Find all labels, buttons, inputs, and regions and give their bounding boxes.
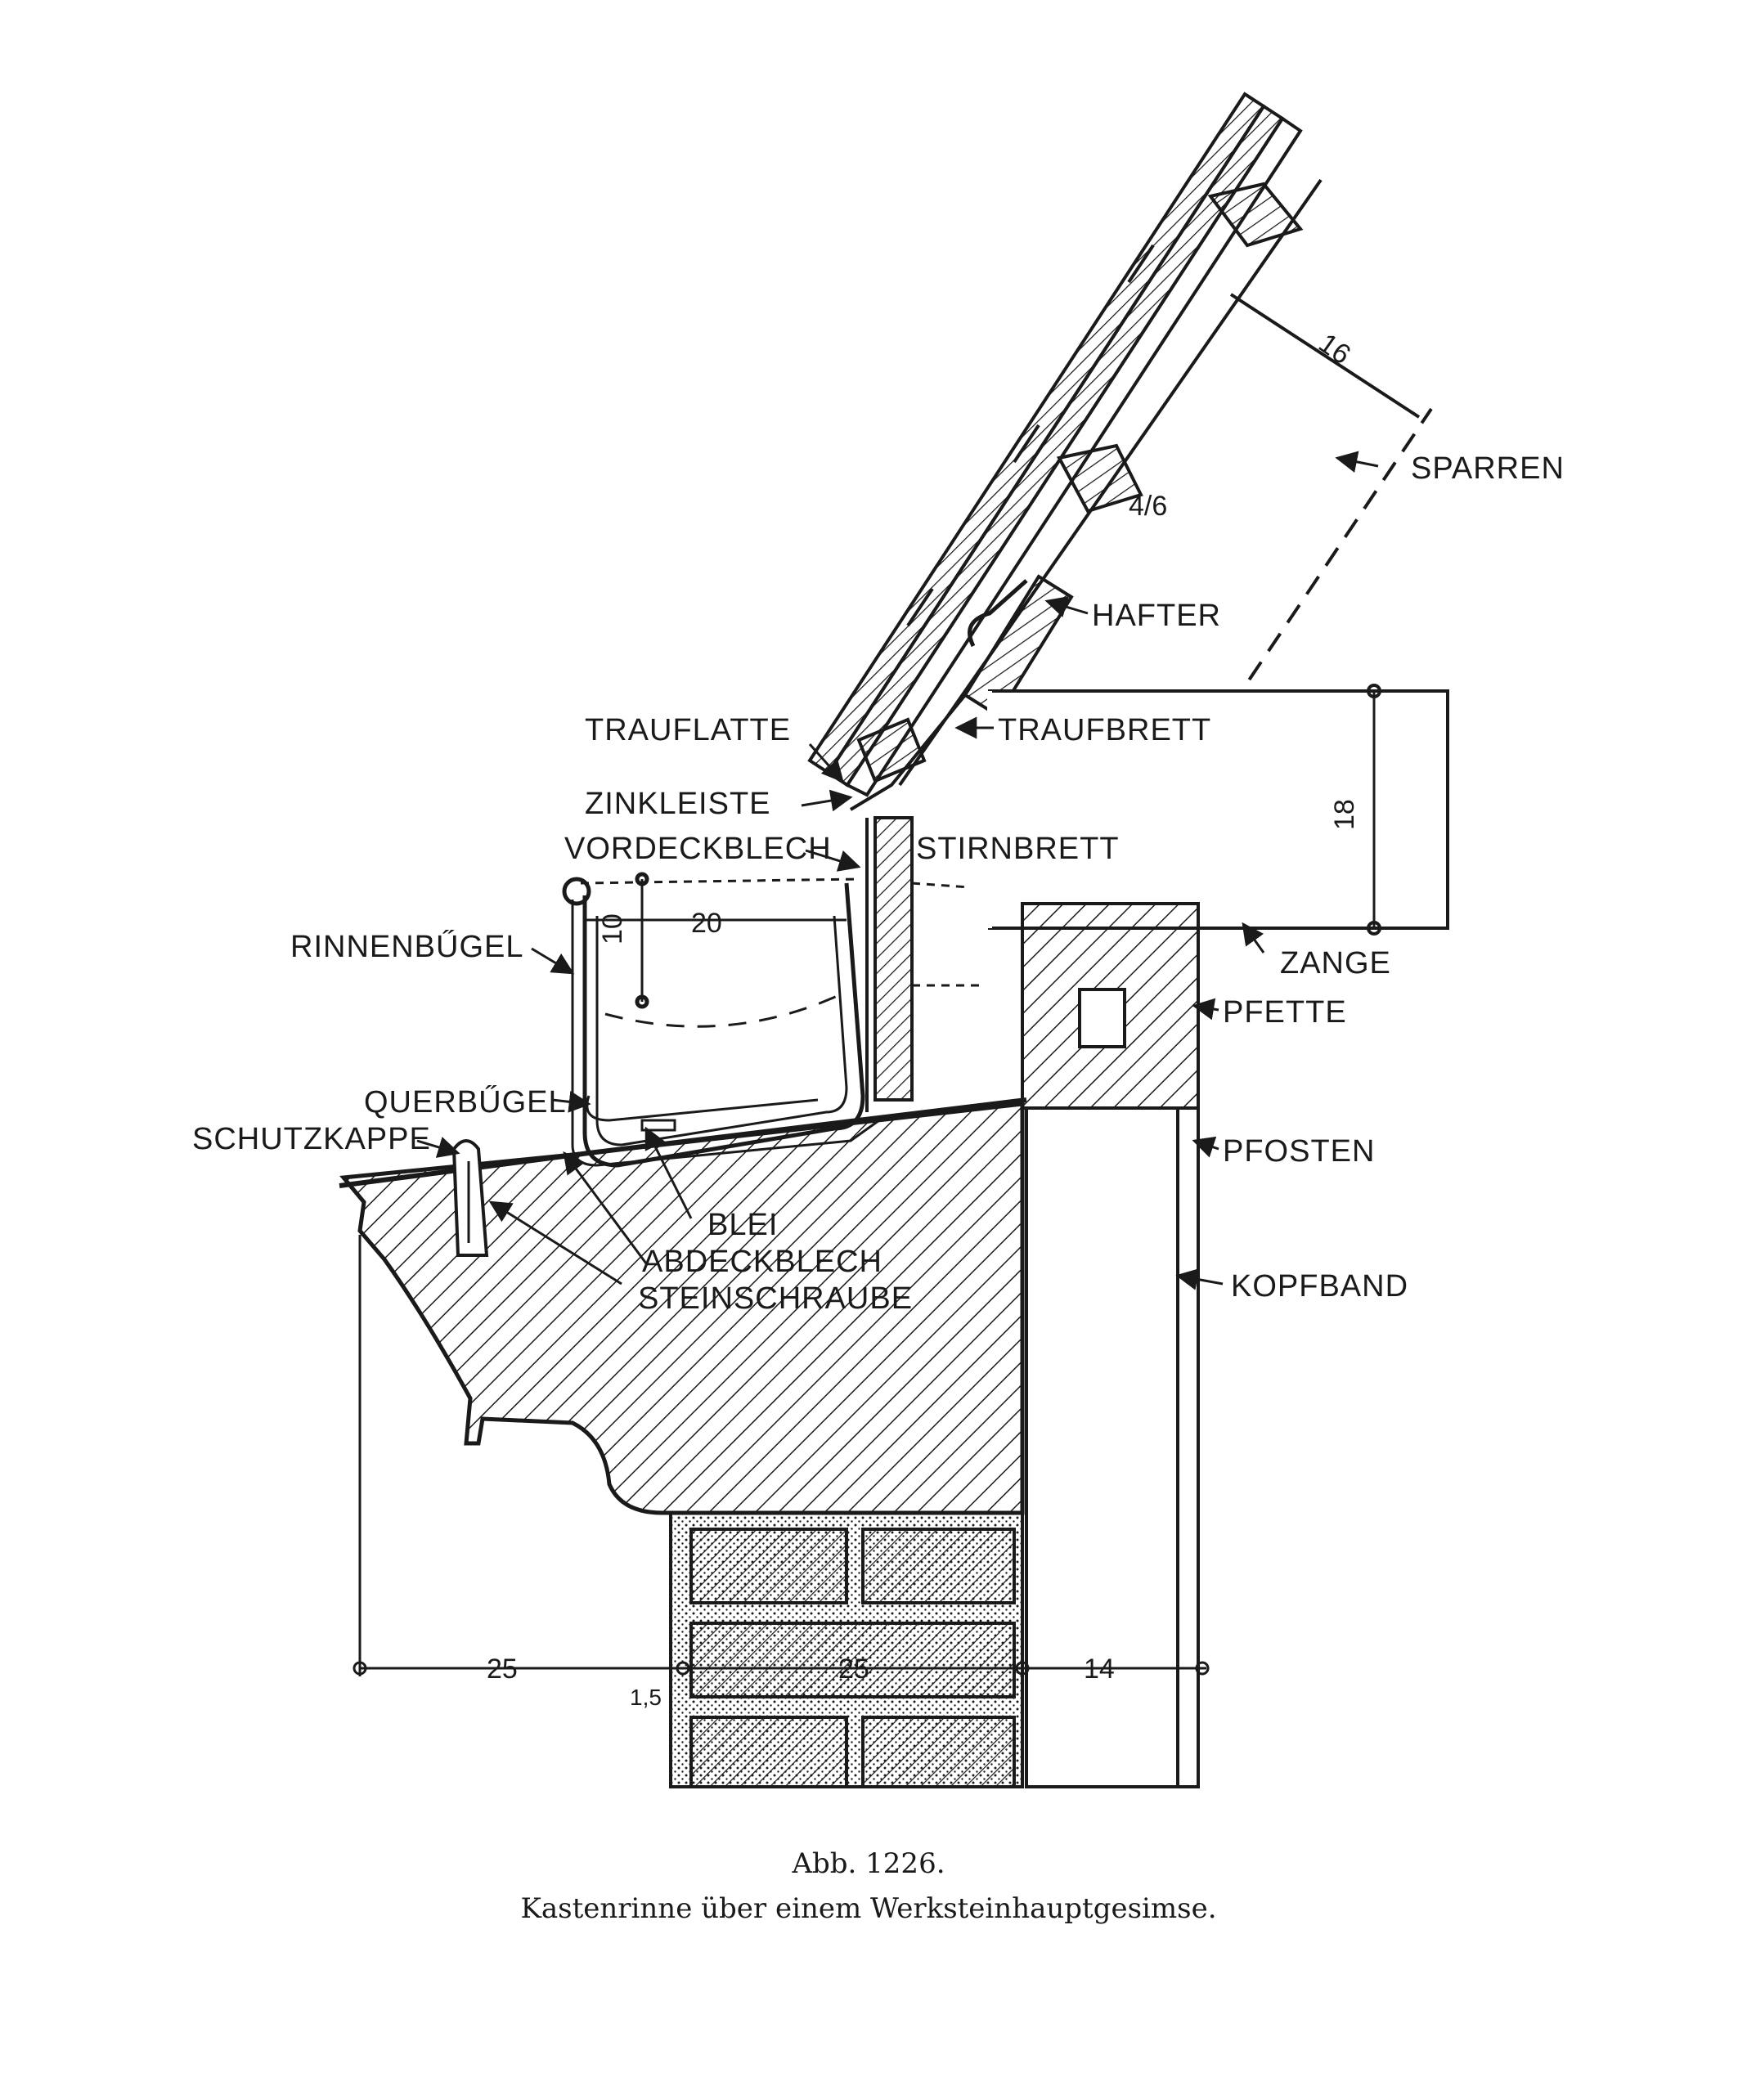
label-rinnenbuegel: RINNENBŰGEL <box>290 929 524 964</box>
brick-4 <box>689 1716 848 1788</box>
gutter-bead <box>562 877 591 906</box>
brick-5 <box>861 1716 1016 1788</box>
label-zinkleiste: ZINKLEISTE <box>585 787 771 821</box>
zange <box>988 689 1449 930</box>
label-hafter: HAFTER <box>1092 599 1221 633</box>
pfosten <box>1025 1106 1200 1788</box>
label-blei: BLEI <box>707 1208 778 1242</box>
brick-1 <box>689 1528 848 1604</box>
dim-tie-beam: 18 <box>1329 799 1360 830</box>
labels: SPARREN HAFTER TRAUFLATTE TRAUFBRETT ZIN… <box>192 451 1565 1316</box>
dim-cornice: 25 <box>487 1654 518 1685</box>
querbuegel <box>586 1095 819 1122</box>
label-schutzkappe: SCHUTZKAPPE <box>192 1122 431 1156</box>
roof-assembly <box>807 92 1433 909</box>
label-steinschraube: STEINSCHRAUBE <box>638 1281 913 1316</box>
batten-upper <box>1207 182 1304 248</box>
label-kopfband: KOPFBAND <box>1231 1269 1408 1304</box>
hafter-clip <box>968 579 1028 648</box>
brick-3 <box>689 1622 1016 1698</box>
figure-title: Kastenrinne über einem Werksteinhauptges… <box>520 1892 1216 1925</box>
stirnbrett <box>873 816 914 1102</box>
dim-post: 14 <box>1084 1654 1115 1685</box>
dim-wall: 25 <box>838 1654 869 1685</box>
label-sparren: SPARREN <box>1411 451 1565 486</box>
label-pfette: PFETTE <box>1223 995 1347 1030</box>
rafter-bottom <box>1094 407 1433 909</box>
label-trauflatte: TRAUFLATTE <box>585 713 791 747</box>
label-stirnbrett: STIRNBRETT <box>916 832 1120 866</box>
dim-batten: 4/6 <box>1129 491 1167 522</box>
label-querbuegel: QUERBŰGEL <box>364 1084 567 1120</box>
masonry-wall <box>669 1511 1024 1788</box>
abdeckblech <box>339 1097 1027 1188</box>
rafter-top <box>898 178 1323 787</box>
figure-number: Abb. 1226. <box>791 1847 945 1880</box>
timber-frame <box>987 684 1449 1788</box>
stirnbrett-assembly <box>865 816 914 1112</box>
dimension-lines <box>353 1235 1210 1676</box>
schutzkappe <box>451 1139 489 1257</box>
rafter-face <box>1229 293 1421 419</box>
label-zange: ZANGE <box>1280 946 1391 980</box>
dim-gutter-depth: 10 <box>597 913 628 945</box>
label-pfosten: PFOSTEN <box>1223 1134 1375 1169</box>
label-vordeckblech: VORDECKBLECH <box>564 832 832 866</box>
dim-joint: 1,5 <box>630 1685 662 1710</box>
brick-2 <box>861 1528 1016 1604</box>
caption: Abb. 1226. Kastenrinne über einem Werkst… <box>520 1847 1216 1925</box>
batten-4-6 <box>1056 443 1143 514</box>
label-abdeckblech: ABDECKBLECH <box>642 1245 882 1279</box>
label-traufbrett: TRAUFBRETT <box>998 713 1211 747</box>
dim-rafter: 16 <box>1313 327 1356 370</box>
leader-arrows <box>416 451 1379 1290</box>
dim-gutter-width: 20 <box>691 908 722 939</box>
